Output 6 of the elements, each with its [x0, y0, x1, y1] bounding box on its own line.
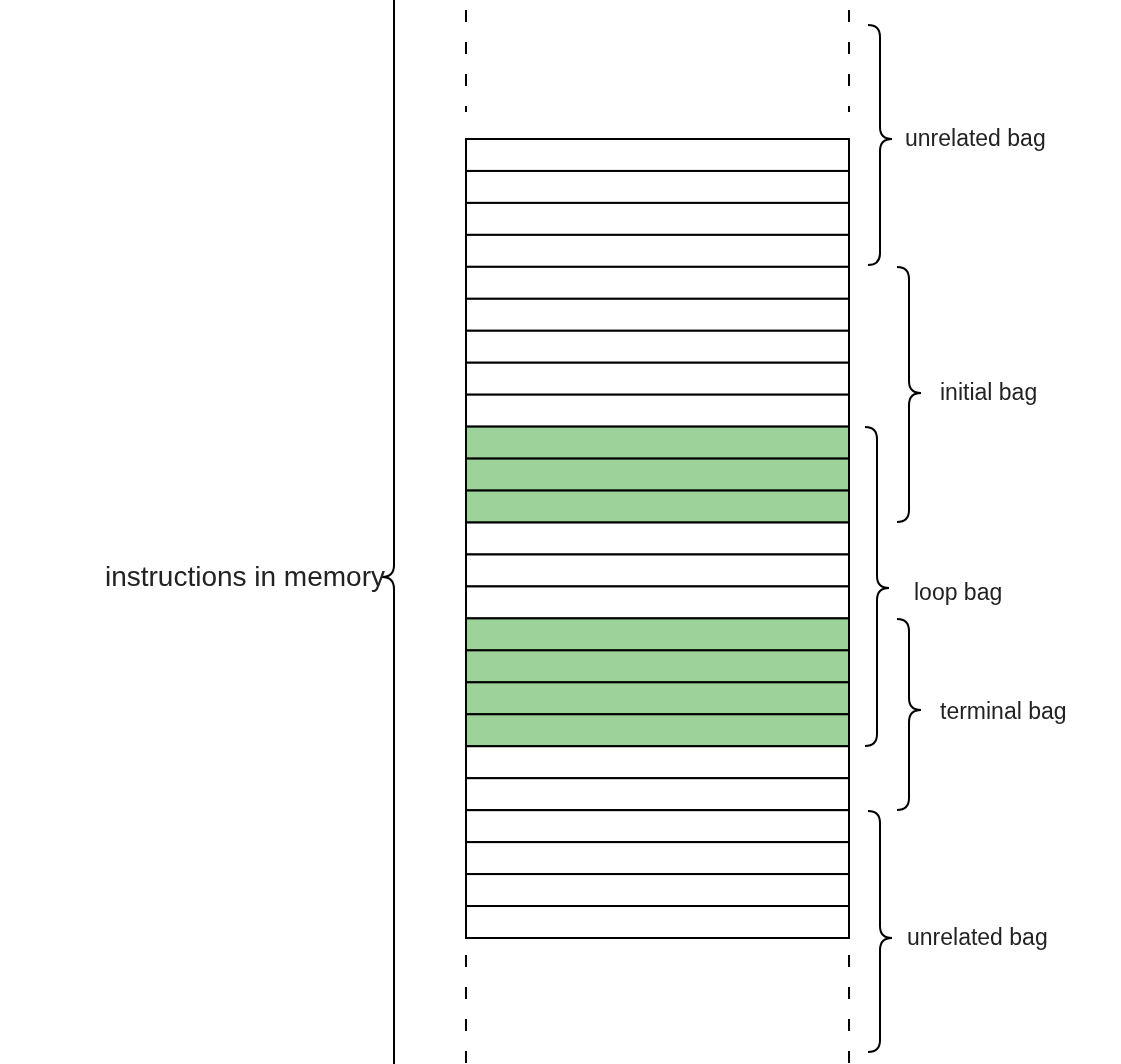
bracket-label: loop bag: [914, 580, 1003, 606]
bracket-label: terminal bag: [940, 699, 1067, 725]
bracket-label: unrelated bag: [907, 925, 1048, 951]
bracket-label: unrelated bag: [905, 126, 1046, 152]
bracket-label: instructions in memory: [104, 561, 385, 593]
bracket-label: initial bag: [940, 380, 1038, 406]
